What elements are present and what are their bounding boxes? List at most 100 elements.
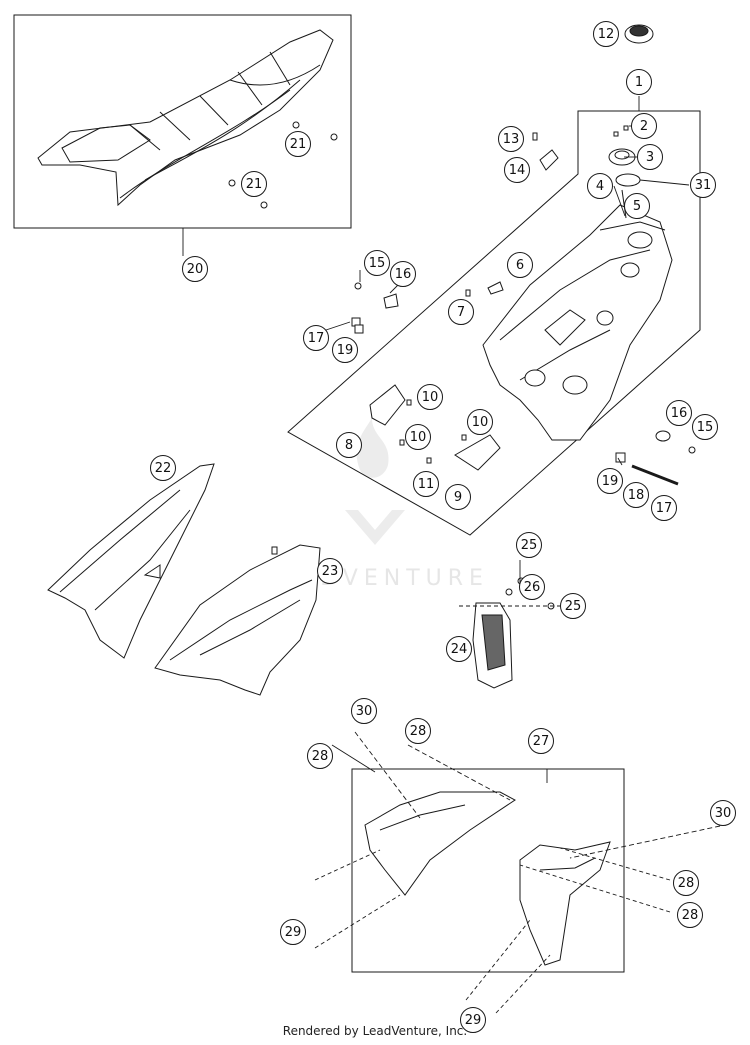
callout-c28d: 28 [677, 902, 703, 928]
callout-label: 4 [596, 179, 604, 194]
callout-c19b: 19 [597, 468, 623, 494]
callout-c6: 6 [507, 252, 533, 278]
callout-c13: 13 [498, 126, 524, 152]
callout-c2: 2 [631, 113, 657, 139]
callout-label: 13 [503, 132, 520, 147]
callout-circle [498, 126, 524, 152]
callout-label: 1 [635, 75, 643, 90]
callout-c24: 24 [446, 636, 472, 662]
callout-c30a: 30 [351, 698, 377, 724]
callout-label: 10 [410, 430, 427, 445]
seat-nuts [228, 121, 338, 209]
callout-label: 30 [715, 806, 732, 821]
callout-c12: 12 [593, 21, 619, 47]
callout-label: 9 [454, 490, 462, 505]
callout-circle [507, 252, 533, 278]
callout-circle [280, 919, 306, 945]
callout-circle [651, 495, 677, 521]
callout-c29b: 29 [460, 1007, 486, 1033]
callout-circle [516, 532, 542, 558]
callout-c17b: 17 [651, 495, 677, 521]
callout-circle [460, 1007, 486, 1033]
callout-c10b: 10 [405, 424, 431, 450]
callout-circle [405, 424, 431, 450]
callout-c1: 1 [626, 69, 652, 95]
callout-label: 23 [322, 564, 339, 579]
callout-c10c: 10 [467, 409, 493, 435]
callout-label: 28 [312, 749, 329, 764]
callout-c9: 9 [445, 484, 471, 510]
side-panel-23-illustration [154, 544, 321, 696]
fuel-tank-group-frame [287, 110, 701, 536]
callout-label: 16 [395, 267, 412, 282]
callout-circle [285, 131, 311, 157]
callout-c28a: 28 [307, 743, 333, 769]
callout-label: 20 [187, 262, 204, 277]
callout-circle [448, 299, 474, 325]
callout-label: 10 [422, 390, 439, 405]
callout-c10a: 10 [417, 384, 443, 410]
callout-c7: 7 [448, 299, 474, 325]
callout-c28c: 28 [673, 870, 699, 896]
callout-label: 2 [640, 119, 648, 134]
callout-circle [241, 171, 267, 197]
callout-label: 15 [369, 256, 386, 271]
callout-label: 17 [656, 501, 673, 516]
callout-label: 25 [521, 538, 538, 553]
callout-label: 17 [308, 331, 325, 346]
callout-label: 19 [337, 343, 354, 358]
callout-circle [303, 325, 329, 351]
callout-label: 28 [682, 908, 699, 923]
callout-circle [710, 800, 736, 826]
callout-label: 15 [697, 420, 714, 435]
callout-circle [417, 384, 443, 410]
callout-label: 3 [646, 150, 654, 165]
callout-label: 8 [345, 438, 353, 453]
callout-circle [307, 743, 333, 769]
callout-circle [623, 482, 649, 508]
callout-label: 27 [533, 734, 550, 749]
callout-label: 30 [356, 704, 373, 719]
callout-c15b: 15 [692, 414, 718, 440]
callout-c25a: 25 [516, 532, 542, 558]
seat-illustration [37, 29, 334, 207]
callout-c4: 4 [587, 173, 613, 199]
callout-label: 28 [678, 876, 695, 891]
callout-circle [445, 484, 471, 510]
callout-c22: 22 [150, 455, 176, 481]
callout-label: 24 [451, 642, 468, 657]
callout-c20: 20 [182, 256, 208, 282]
callout-c30b: 30 [710, 800, 736, 826]
side-cover-27-illustration [364, 791, 611, 966]
callout-circle [336, 432, 362, 458]
small-parts [228, 24, 696, 610]
callout-label: 11 [418, 477, 435, 492]
callout-label: 21 [290, 137, 307, 152]
callout-label: 12 [598, 27, 615, 42]
valve-bracket-part [532, 132, 559, 171]
callout-label: 29 [285, 925, 302, 940]
callout-c16a: 16 [390, 261, 416, 287]
callout-c15a: 15 [364, 250, 390, 276]
callout-c26: 26 [519, 574, 545, 600]
callout-label: 26 [524, 580, 541, 595]
callout-circle [624, 193, 650, 219]
callout-c3: 3 [637, 144, 663, 170]
callout-label: 10 [472, 415, 489, 430]
callout-c5: 5 [624, 193, 650, 219]
fuel-pump-flange-part [608, 125, 641, 219]
callout-circle [390, 261, 416, 287]
footer-credit: Rendered by LeadVenture, Inc. [282, 1024, 468, 1038]
callout-circle [631, 113, 657, 139]
side-panel-22-illustration [47, 463, 215, 659]
callout-c21b: 21 [241, 171, 267, 197]
callout-label: 5 [633, 199, 641, 214]
callout-c28b: 28 [405, 718, 431, 744]
callout-circle [150, 455, 176, 481]
tank-mount-parts [351, 281, 696, 486]
callout-circle [637, 144, 663, 170]
callout-label: 16 [671, 406, 688, 421]
callout-label: 25 [565, 599, 582, 614]
callout-c23: 23 [317, 558, 343, 584]
